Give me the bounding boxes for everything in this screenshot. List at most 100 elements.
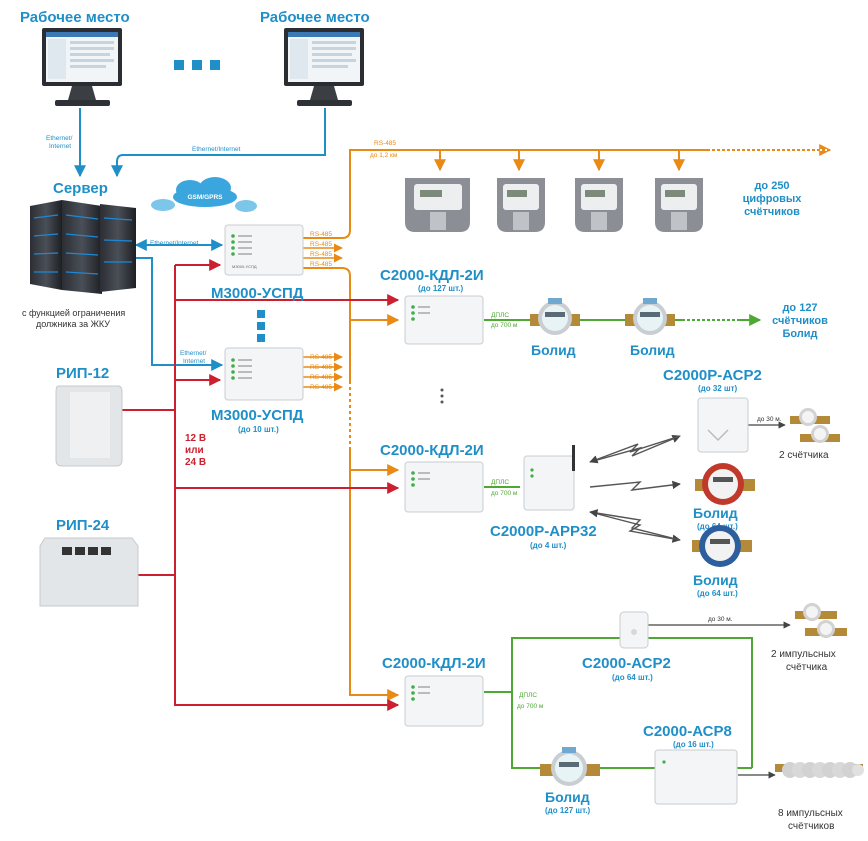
ethernet-right-label: Ethernet/Internet: [192, 146, 241, 153]
voltage-2: или: [185, 445, 204, 456]
acp2-range: до 30 м.: [708, 616, 733, 623]
rs485-label-1: RS-485: [310, 231, 332, 238]
kdl2-device: [404, 461, 484, 513]
rip12-device: [55, 385, 123, 467]
kdl1-meters-line2: счётчиков: [772, 315, 828, 327]
kdl1-dpls-range: до 700 м: [491, 322, 518, 329]
workstation-right-label: Рабочее место: [260, 9, 370, 26]
digital-meters-line3: счётчиков: [744, 206, 800, 218]
kdl2-dpls-label: ДПЛС: [491, 479, 509, 486]
acp2r-device: [697, 397, 749, 453]
rs485-label-6: RS-485: [310, 364, 332, 371]
voltage-3: 24 В: [185, 457, 206, 468]
uspd-device-tag: М3000-УСПД: [232, 264, 257, 269]
kdl3-device: [404, 675, 484, 727]
server-caption-2: должника за ЖКУ: [36, 319, 110, 329]
gsm-label: GSM/GPRS: [187, 194, 223, 201]
electric-meter-icon: [405, 178, 470, 232]
workstation-left-label: Рабочее место: [20, 9, 130, 26]
kdl2-dpls-range: до 700 м: [491, 490, 518, 497]
rs485-label-2: RS-485: [310, 241, 332, 248]
server-caption-1: с функцией ограничения: [22, 308, 125, 318]
rip24-device: [39, 537, 139, 607]
acp8-meters-1: 8 импульсных: [778, 808, 843, 819]
acp8-count: (до 16 шт.): [673, 740, 714, 749]
gsm-cloud-icon: GSM/GPRS: [151, 177, 257, 212]
bolid-meter-icon: [625, 298, 675, 335]
kdl1-meters-line3: Болид: [782, 328, 817, 340]
ethernet-left-label-1: Ethernet/: [46, 135, 73, 142]
uspd-count: (до 10 шт.): [238, 425, 279, 434]
bolid-meter-icon: [530, 298, 580, 335]
rs485-label-7: RS-485: [310, 374, 332, 381]
rs485-label-5: RS-485: [310, 354, 332, 361]
connections: [74, 108, 832, 779]
bolid-b-label: Болид: [693, 572, 738, 588]
rs485-top-range: до 1,2 км: [370, 152, 398, 159]
water-meter-icon: [790, 408, 840, 443]
water-meter-icon: [795, 603, 847, 638]
electric-meter-icon: [575, 178, 623, 232]
acp2r-meters: 2 счётчика: [779, 450, 829, 461]
kdl1-device: [404, 295, 484, 345]
bolid-b-count: (до 64 шт.): [697, 589, 738, 598]
acp2r-title: С2000Р-АСР2: [663, 367, 762, 384]
electric-meter-icon: [655, 178, 703, 232]
rs485-label-8: RS-485: [310, 384, 332, 391]
server: Сервер с функцией ограничения должника з…: [22, 180, 136, 329]
acp2-count: (до 64 шт.): [612, 673, 653, 682]
uspd-title-2: М3000-УСПД: [211, 407, 304, 424]
acp2-device: [619, 611, 649, 649]
kdl3-bolid-count: (до 127 шт.): [545, 806, 591, 815]
bolid-radio-meter-red: [695, 463, 755, 505]
kdl1-bolid-2: Болид: [630, 342, 675, 358]
ellipsis-dots: [174, 60, 220, 70]
kdl3-dpls-label: ДПЛС: [519, 692, 537, 699]
kdl-more-dots: [440, 388, 444, 404]
uspd-more-dots: [257, 310, 265, 342]
ethernet-m2-label-2: Internet: [183, 358, 205, 365]
digital-meters-line2: цифровых: [743, 193, 803, 205]
acp8-title: С2000-АСР8: [643, 723, 732, 740]
rs485-top-label: RS-485: [374, 140, 396, 147]
app32-count: (до 4 шт.): [530, 541, 567, 550]
app32-device: [523, 445, 575, 511]
acp2-title: С2000-АСР2: [582, 655, 671, 672]
acp2r-count: (до 32 шт): [698, 384, 738, 393]
kdl2-title: С2000-КДЛ-2И: [380, 442, 484, 459]
kdl3-dpls-range: до 700 м: [517, 703, 544, 710]
workstation-right: Рабочее место: [260, 9, 370, 106]
kdl1-count: (до 127 шт.): [418, 284, 464, 293]
rip24-title: РИП-24: [56, 517, 110, 534]
bolid-meter-icon: [540, 747, 600, 786]
digital-meters-line1: до 250: [754, 180, 789, 192]
kdl1-meters-line1: до 127: [782, 302, 817, 314]
acp8-device: [654, 749, 738, 805]
app32-title: С2000Р-АРР32: [490, 523, 597, 540]
workstation-left: Рабочее место: [20, 9, 130, 106]
acp2-meters-1: 2 импульсных: [771, 649, 836, 660]
acp2r-range: до 30 м.: [757, 416, 782, 423]
kdl3-title: С2000-КДЛ-2И: [382, 655, 486, 672]
kdl1-dpls-label: ДПЛС: [491, 312, 509, 319]
water-meters-group-icon: [775, 762, 864, 778]
ethernet-left-label-2: Internet: [49, 143, 71, 150]
uspd-device-1: М3000-УСПД: [224, 224, 304, 276]
acp8-meters-2: счётчиков: [788, 821, 834, 832]
server-label: Сервер: [53, 180, 108, 197]
ethernet-server-label: Ethernet/Internet: [150, 240, 199, 247]
rs485-label-4: RS-485: [310, 261, 332, 268]
rs485-label-3: RS-485: [310, 251, 332, 258]
bolid-a-label: Болид: [693, 505, 738, 521]
kdl3-bolid-label: Болид: [545, 789, 590, 805]
voltage-1: 12 В: [185, 433, 206, 444]
rip12-title: РИП-12: [56, 365, 109, 382]
acp2-meters-2: счётчика: [786, 662, 828, 673]
uspd-title-1: М3000-УСПД: [211, 285, 304, 302]
electric-meter-icon: [497, 178, 545, 232]
uspd-device-2: [224, 347, 304, 401]
kdl1-bolid-1: Болид: [531, 342, 576, 358]
digital-meters: [405, 178, 703, 232]
ethernet-m2-label-1: Ethernet/: [180, 350, 207, 357]
